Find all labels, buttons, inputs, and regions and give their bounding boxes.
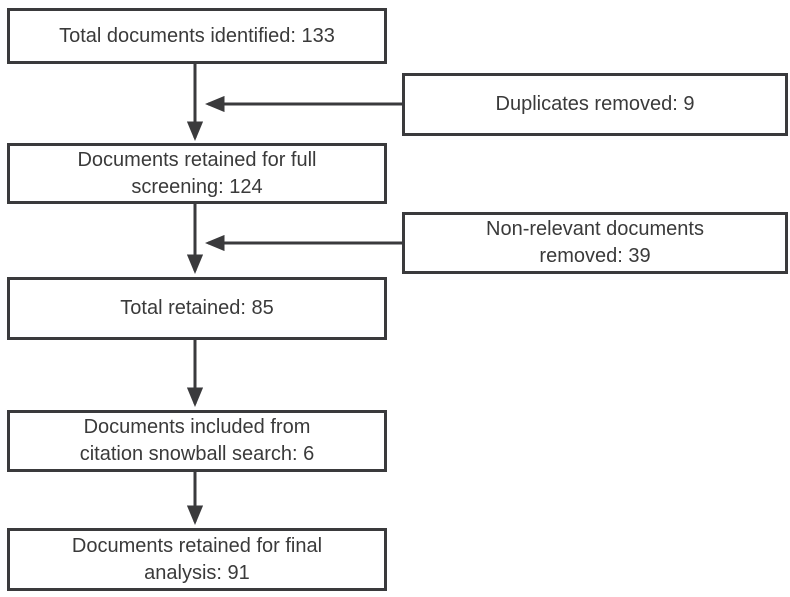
box-total-retained: Total retained: 85 [7,277,387,340]
box-non-relevant-removed: Non-relevant documents removed: 39 [402,212,788,274]
box-retained-final-analysis: Documents retained for final analysis: 9… [7,528,387,591]
box-citation-snowball-included: Documents included from citation snowbal… [7,410,387,472]
box-duplicates-removed: Duplicates removed: 9 [402,73,788,136]
box-total-documents-identified: Total documents identified: 133 [7,8,387,64]
box-retained-full-screening: Documents retained for full screening: 1… [7,143,387,204]
